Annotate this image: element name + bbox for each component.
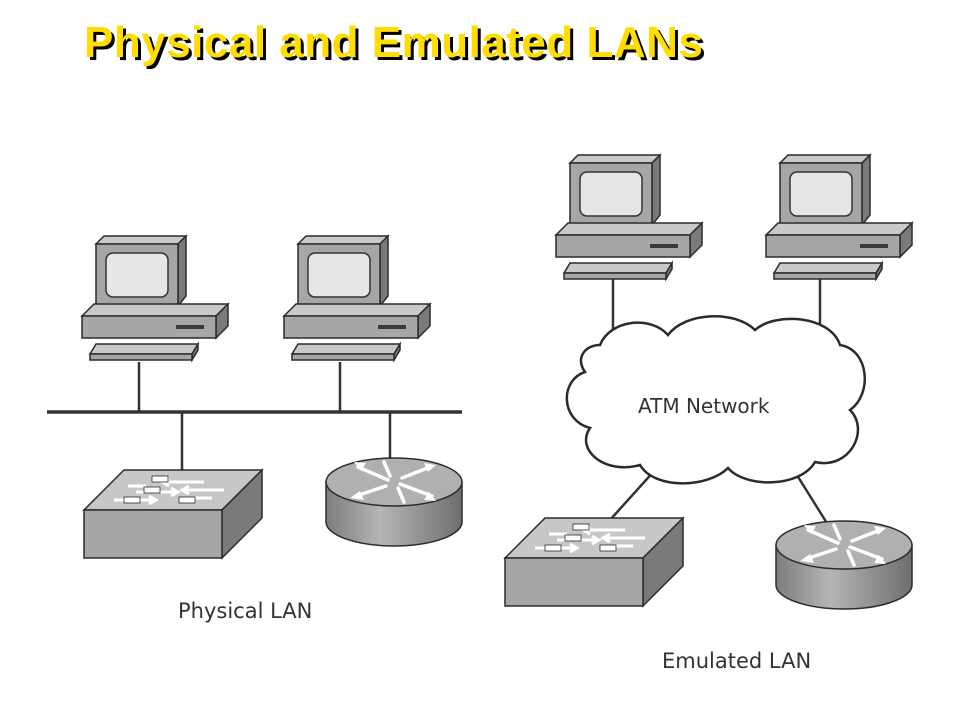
atm-cloud-icon [565,315,866,485]
connector-line [793,471,832,529]
physical-lan-label: Physical LAN [178,599,312,623]
emulated-lan-label: Emulated LAN [662,649,811,673]
pc-icon [765,154,913,280]
page-title: Physical and Emulated LANs [84,18,704,67]
switch-icon [82,468,264,560]
atm-network-label: ATM Network [638,394,770,418]
router-icon [774,519,914,611]
emulated-lan-group: ATM Network Emulated LAN [503,154,914,673]
connector-line [609,469,656,521]
router-icon [324,456,464,548]
pc-icon [555,154,703,280]
switch-icon [503,516,685,608]
pc-icon [283,235,431,361]
pc-icon [81,235,229,361]
physical-lan-group: Physical LAN [47,235,464,623]
